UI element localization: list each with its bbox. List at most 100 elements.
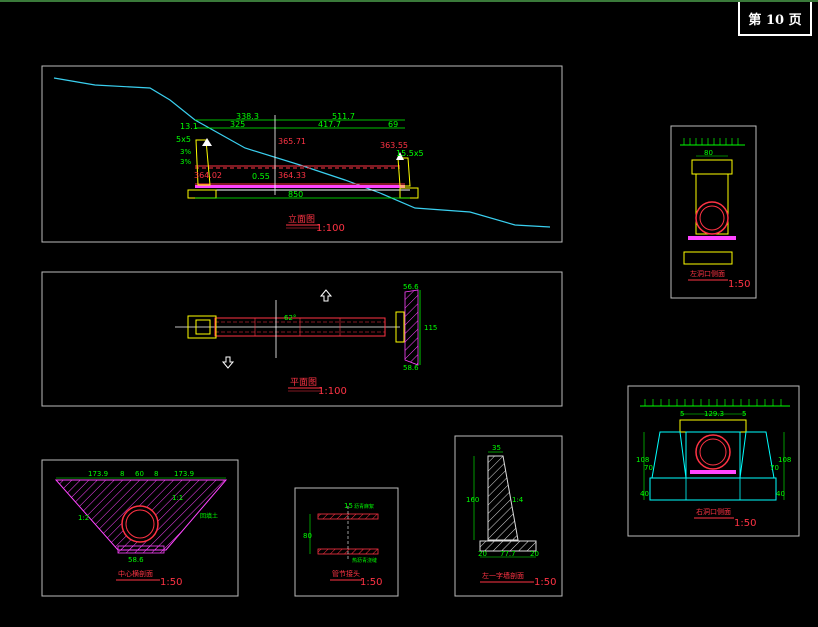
elevation-frame xyxy=(41,65,563,243)
dim-850: 850 xyxy=(288,190,303,199)
right-portal-dim-70-r: 70 xyxy=(770,464,779,472)
joint-label-asphalt-jute: 沥青麻絮 xyxy=(354,503,374,510)
culvert-base xyxy=(195,185,405,188)
right-portal-dim-5b: 5 xyxy=(742,410,746,418)
wing-dim-20-b: 20 xyxy=(530,550,539,558)
level-364-02: 364.02 xyxy=(194,171,222,180)
right-portal-pipe-inner xyxy=(699,438,727,466)
plan-right-headwall xyxy=(395,311,405,343)
plan-dim-58: 58.6 xyxy=(403,364,419,372)
right-portal-dim-70-l: 70 xyxy=(644,464,653,472)
page-number-box: 第 10 页 xyxy=(738,2,812,36)
wing-wall-frame xyxy=(454,435,563,597)
right-portal-dim-129: 129.3 xyxy=(704,410,724,418)
flow-arrow-down-icon xyxy=(221,356,235,369)
middle-pipe-outer xyxy=(121,505,159,543)
dim-3pct-b: 3% xyxy=(180,158,191,166)
left-marker-icon xyxy=(202,138,212,146)
plan-left-box xyxy=(195,319,211,335)
joint-dim-80: 80 xyxy=(303,532,312,540)
middle-backfill-label: 回填土 xyxy=(200,512,218,520)
flow-arrow-up-icon xyxy=(319,289,333,302)
level-365: 365.71 xyxy=(278,137,306,146)
left-portal-wall xyxy=(695,173,729,235)
left-portal-pipe-inner xyxy=(699,205,725,231)
dim-15-5x5: 15.5x5 xyxy=(396,149,424,158)
joint-detail-view: 15 80 沥青麻絮 热沥青浇缝 管节接头 1:50 xyxy=(294,487,399,597)
right-portal-footing xyxy=(649,477,777,501)
dim-5x5: 5x5 xyxy=(176,135,191,144)
middle-dim-58: 58.6 xyxy=(128,556,144,564)
joint-detail-frame xyxy=(294,487,399,597)
plan-scale: 1:100 xyxy=(318,386,347,397)
page-number: 第 10 页 xyxy=(748,12,802,28)
right-portal-frame xyxy=(627,385,800,537)
middle-section-frame xyxy=(41,459,239,597)
right-marker-icon xyxy=(396,152,404,160)
ground-profile-line xyxy=(53,77,551,228)
left-portal-view: 80 左洞口侧面 1:50 xyxy=(670,125,757,299)
dim-338: 338.3 xyxy=(236,112,259,121)
plan-angle: 62° xyxy=(284,314,296,322)
joint-dim-15: 15 xyxy=(344,502,353,510)
middle-bedding xyxy=(117,545,165,554)
dim-417: 417.7 xyxy=(318,120,341,129)
wing-dim-20-a: 20 xyxy=(478,550,487,558)
right-portal-base xyxy=(690,470,736,474)
middle-section-scale: 1:50 xyxy=(160,577,182,588)
left-portal-footing xyxy=(683,251,733,265)
wing-wall-scale: 1:50 xyxy=(534,577,556,588)
right-portal-pipe-outer xyxy=(695,434,731,470)
right-portal-ground-ticks xyxy=(644,399,782,406)
middle-section-view: 173.9 8 60 8 173.9 58.6 1:2 1:1 回填土 中心横剖… xyxy=(41,459,239,597)
middle-dim-8-a: 8 xyxy=(120,470,124,478)
right-portal-view: 129.3 5 5 108 70 40 108 70 40 右洞口侧面 1:50 xyxy=(627,385,800,537)
plan-dim-115: 115 xyxy=(424,324,437,332)
joint-label-hot-asphalt: 热沥青浇缝 xyxy=(352,557,377,564)
middle-dim-8-b: 8 xyxy=(154,470,158,478)
wing-wall-title: 左一字墙剖面 xyxy=(482,571,524,580)
wing-dim-160: 160 xyxy=(466,496,479,504)
left-footing xyxy=(187,189,217,199)
middle-dim-173-a: 173.9 xyxy=(88,470,108,478)
dim-13-1: 13.1 xyxy=(180,122,198,131)
right-portal-dim-40-l: 40 xyxy=(640,490,649,498)
level-364-33: 364.33 xyxy=(278,171,306,180)
right-portal-dim-108-r: 108 xyxy=(778,456,791,464)
top-border-line xyxy=(0,0,818,2)
elevation-view: 338.3 511.7 325 417.7 69 13.1 5x5 3% 3% … xyxy=(41,65,563,243)
left-portal-scale: 1:50 xyxy=(728,279,750,290)
right-portal-right-wing xyxy=(739,431,775,479)
wing-dim-35: 35 xyxy=(492,444,501,452)
left-portal-ground-ticks xyxy=(683,138,739,145)
plan-right-apron xyxy=(404,289,419,366)
right-portal-left-wing xyxy=(651,431,687,479)
left-portal-cap xyxy=(691,159,733,175)
wing-slope-1-4: 1:4 xyxy=(512,496,524,504)
plan-title: 平面图 xyxy=(290,377,317,388)
plan-dim-56: 56.6 xyxy=(403,283,419,291)
wing-wall-footing xyxy=(479,540,537,552)
left-portal-title: 左洞口侧面 xyxy=(690,269,725,278)
left-portal-pipe-outer xyxy=(695,201,729,235)
joint-detail-scale: 1:50 xyxy=(360,577,382,588)
plan-view: 62° 56.6 115 58.6 平面图 1:100 xyxy=(41,271,563,407)
right-portal-scale: 1:50 xyxy=(734,518,756,529)
left-portal-base xyxy=(688,236,736,240)
dim-69: 69 xyxy=(388,120,398,129)
left-portal-dim-80: 80 xyxy=(704,149,713,157)
right-portal-cap xyxy=(679,419,747,433)
middle-slope-1-1: 1:1 xyxy=(172,494,183,502)
right-headwall xyxy=(397,157,411,187)
wing-wall-body xyxy=(487,455,519,541)
joint-detail-title: 管节接头 xyxy=(332,569,360,578)
middle-pipe-inner xyxy=(125,509,155,539)
elevation-title: 立面图 xyxy=(288,213,315,225)
dim-511: 511.7 xyxy=(332,112,355,121)
middle-slope-1-2: 1:2 xyxy=(78,514,89,522)
right-portal-title: 右洞口侧面 xyxy=(696,507,731,516)
dim-325: 325 xyxy=(230,120,245,129)
slope-label: 0.55 xyxy=(252,172,270,181)
plan-frame xyxy=(41,271,563,407)
